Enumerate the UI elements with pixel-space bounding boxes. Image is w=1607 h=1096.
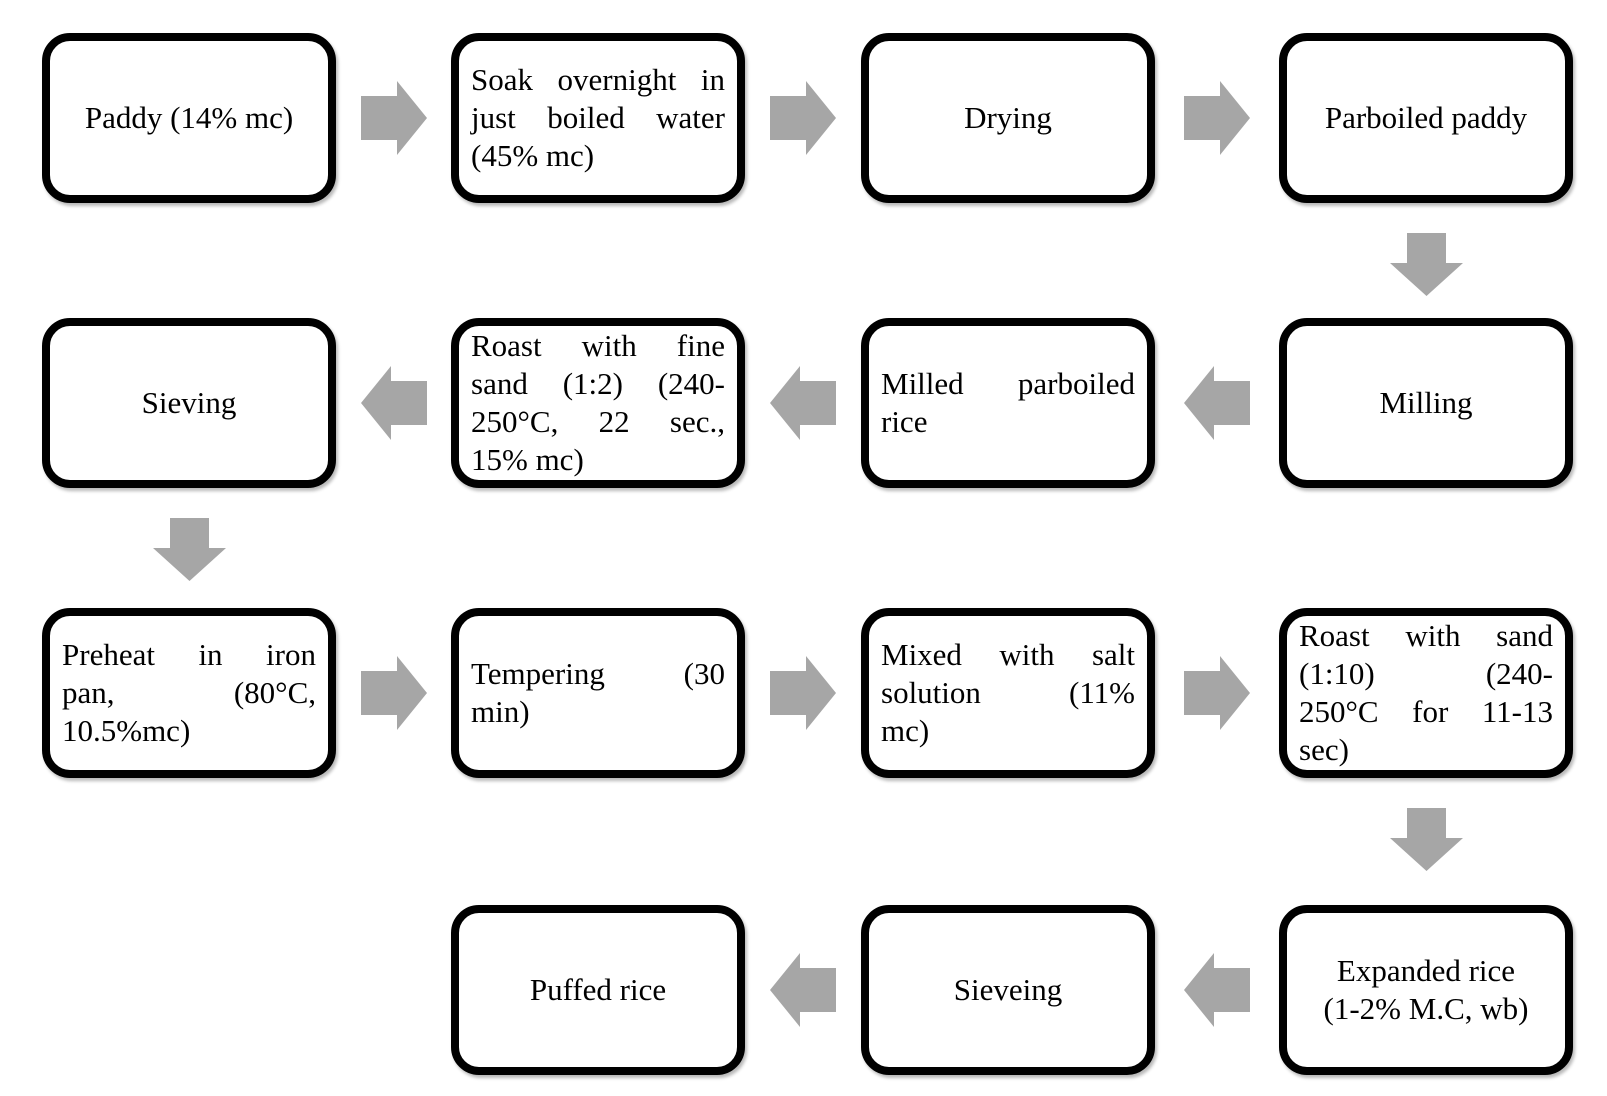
node-label-line: (1:10) (240- [1299,656,1553,691]
arrow-right-icon [1184,81,1250,155]
arrow-left-icon [1184,366,1250,440]
arrow-left-icon [770,366,836,440]
node-label-line: Milled parboiled [881,366,1135,401]
node-label-line: Roast with sand [1299,618,1553,653]
node-label-line: pan, (80°C, [62,675,316,710]
flow-node-sieving: Sieving [42,318,336,488]
arrow-right-icon [1184,656,1250,730]
node-label-line: (45% mc) [471,138,595,173]
node-label-line: Drying [964,100,1052,135]
node-label-line: Sieving [141,385,237,420]
node-label-line: Mixed with salt [881,637,1135,672]
node-label-line: just boiled water [471,100,725,135]
node-label-line: Expanded rice [1336,953,1516,988]
flow-node-roast-sand: Roast with sand(1:10) (240-250°C for 11-… [1279,608,1573,778]
node-label-line: sec) [1299,732,1349,767]
arrow-right-icon [360,81,427,155]
arrow-down-icon [1389,233,1463,296]
node-label-line: 250°C for 11-13 [1299,694,1553,729]
node-label-line: Sieveing [953,972,1063,1007]
node-label-line: mc) [881,713,930,748]
arrow-left-icon [360,366,427,440]
node-label-line: Milling [1379,385,1473,420]
node-label-line: Preheat in iron [62,637,316,672]
node-label-line: solution (11% [881,675,1135,710]
flow-node-parboiled-paddy: Parboiled paddy [1279,33,1573,203]
node-label-line: rice [881,404,928,439]
arrow-right-icon [770,656,836,730]
arrow-down-icon [1389,808,1463,871]
arrow-left-icon [770,953,836,1027]
node-label-line: Parboiled paddy [1324,100,1528,135]
flow-node-sieveing: Sieveing [861,905,1155,1075]
arrow-right-icon [770,81,836,155]
node-label-line: 250°C, 22 sec., [471,404,725,439]
node-label-line: Puffed rice [529,972,667,1007]
flow-node-drying: Drying [861,33,1155,203]
flow-node-expanded-rice: Expanded rice(1-2% M.C, wb) [1279,905,1573,1075]
flow-node-milling: Milling [1279,318,1573,488]
arrow-down-icon [152,518,226,581]
flow-node-paddy: Paddy (14% mc) [42,33,336,203]
node-label-line: 15% mc) [471,442,584,477]
node-label-line: Tempering (30 [471,656,725,691]
arrow-right-icon [360,656,427,730]
node-label-line: Soak overnight in [471,62,725,97]
node-label-line: sand (1:2) (240- [471,366,725,401]
node-label-line: (1-2% M.C, wb) [1323,991,1529,1026]
node-label-line: Paddy (14% mc) [84,100,294,135]
node-label-line: Roast with fine [471,328,725,363]
node-label-line: 10.5%mc) [62,713,191,748]
node-label-line: min) [471,694,530,729]
flow-node-puffed-rice: Puffed rice [451,905,745,1075]
arrow-left-icon [1184,953,1250,1027]
